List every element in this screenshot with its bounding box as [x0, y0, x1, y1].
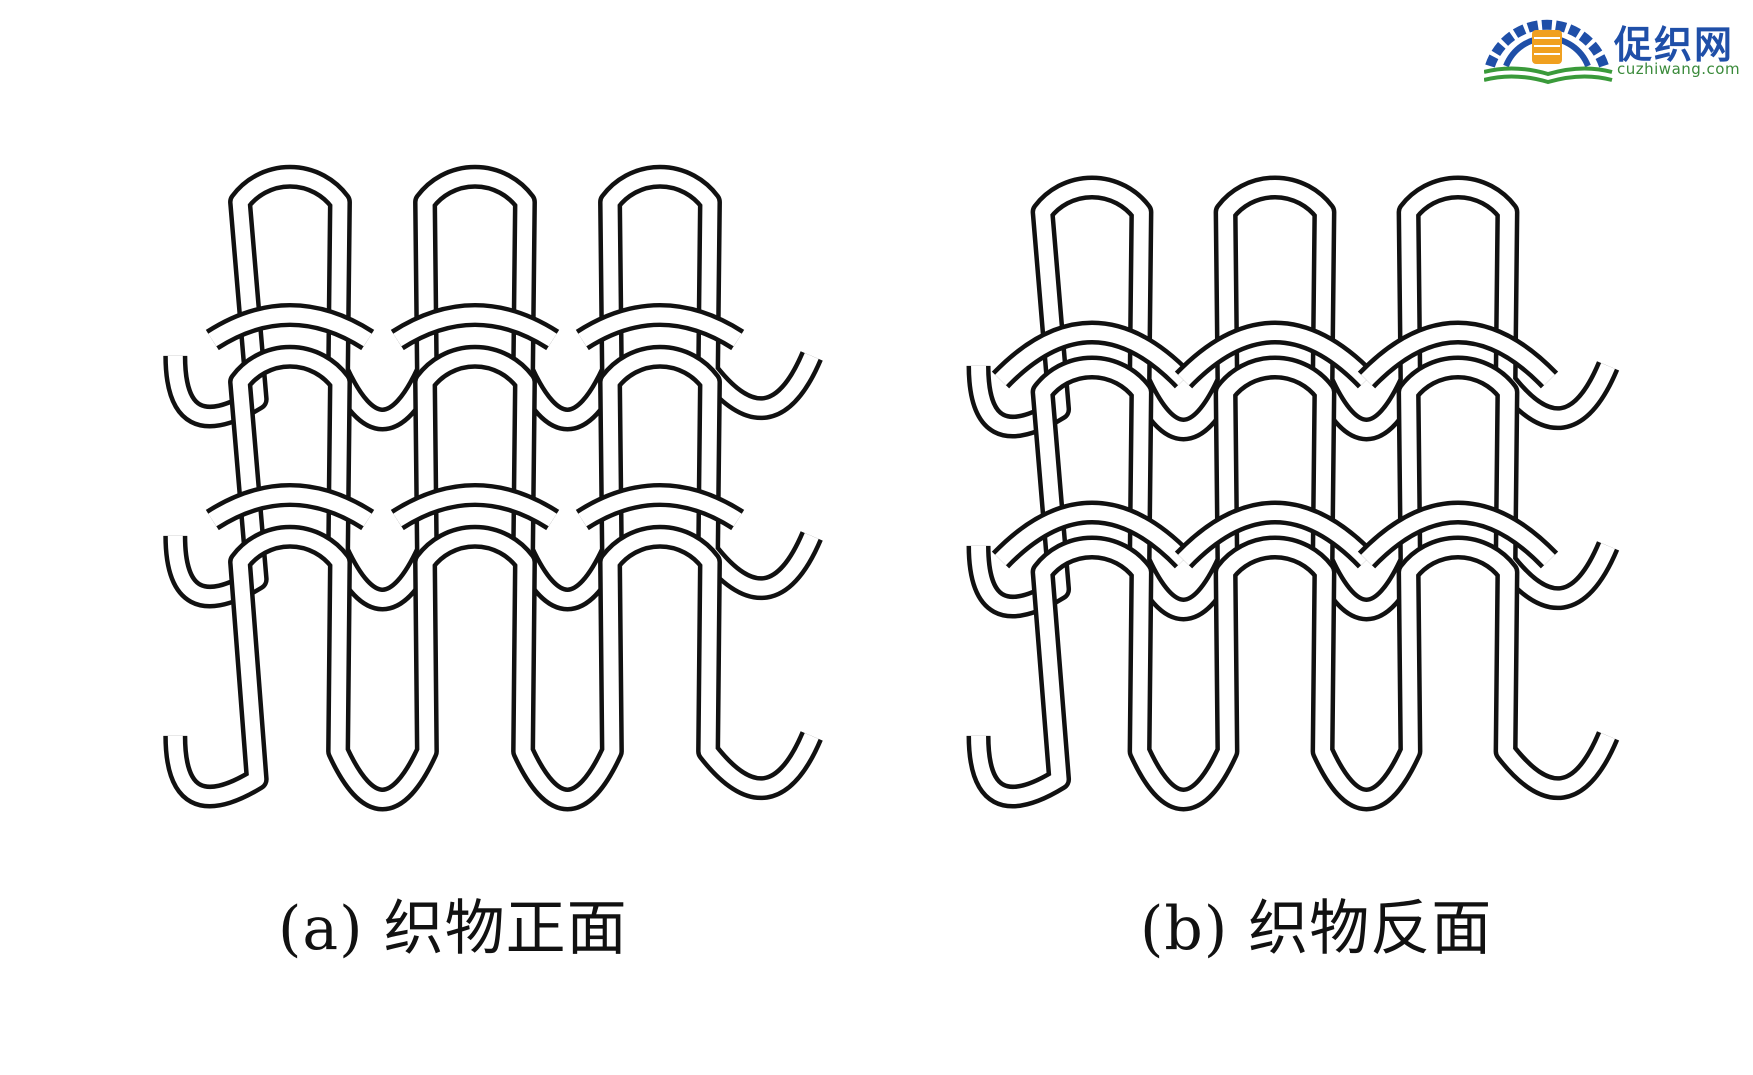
panel-b-caption: (b) 织物反面	[1140, 894, 1493, 964]
course-3-yarn	[163, 524, 823, 812]
panel-back-knit-diagram	[966, 175, 1620, 812]
interloop-arc-2-1	[991, 320, 1193, 389]
logo-url: cuzhiwang.com	[1617, 60, 1741, 78]
interloop-arc-3-1	[991, 500, 1193, 569]
course-1-yarn	[966, 175, 1620, 442]
course-1-yarn	[163, 164, 823, 432]
spool-icon	[1532, 30, 1562, 64]
logo-name-cn: 促织网	[1614, 23, 1735, 67]
interloop-arc-2-1	[205, 303, 375, 351]
course-3-yarn	[966, 535, 1620, 812]
interloop-arc-3-1	[205, 483, 375, 531]
cuzhiwang-logo	[1484, 19, 1613, 85]
book-icon	[1484, 66, 1613, 85]
interloop-arc-2-3	[575, 303, 745, 351]
panel-a-caption: (a) 织物正面	[278, 894, 628, 964]
interloop-arc-2-3	[1357, 320, 1559, 389]
course-2-yarn	[966, 355, 1620, 622]
interloop-arc-3-2	[390, 483, 560, 531]
course-2-yarn	[163, 344, 823, 612]
interloop-arc-3-3	[575, 483, 745, 531]
interloop-arc-3-3	[1357, 500, 1559, 569]
panel-face-knit-diagram	[163, 164, 823, 812]
interloop-arc-2-2	[390, 303, 560, 351]
interloop-arc-3-2	[1174, 500, 1376, 569]
interloop-arc-2-2	[1174, 320, 1376, 389]
